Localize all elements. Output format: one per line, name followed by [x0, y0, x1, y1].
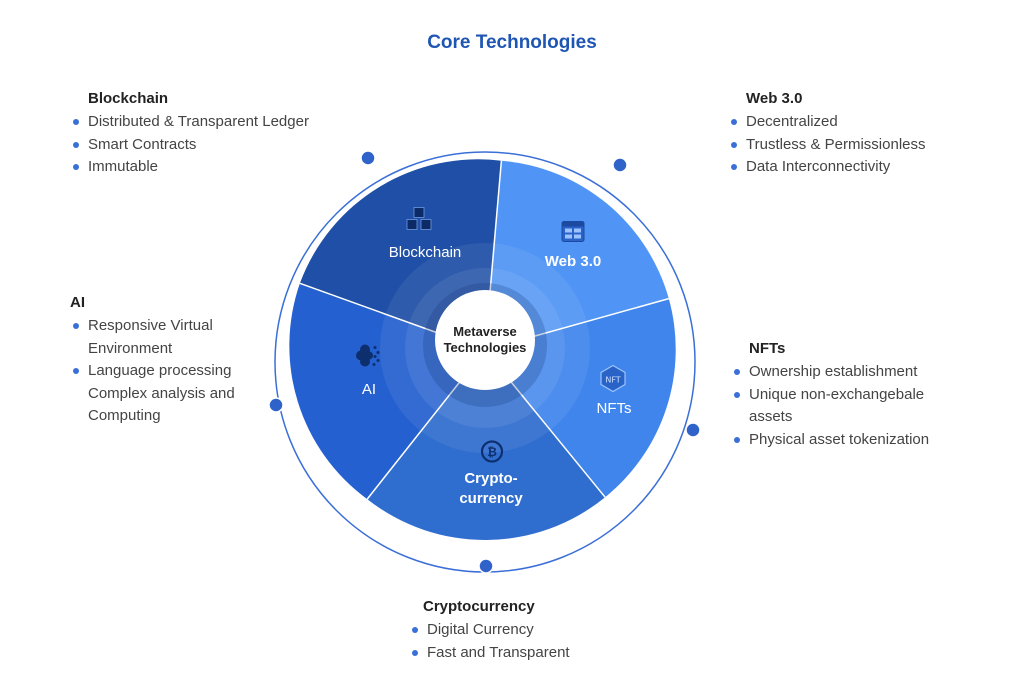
block-web3: Web 3.0 Decentralized Trustless & Permis… — [728, 90, 988, 179]
ring-dots — [268, 150, 701, 574]
segment-label-cryptocurrency: Crypto- currency — [459, 469, 522, 509]
list-item: Unique non-exchangebale assets — [731, 384, 971, 429]
list-item: Responsive Virtual Environment — [70, 315, 260, 360]
list-item: Digital Currency — [409, 619, 629, 642]
segment-label-crypto-line1: Crypto- — [464, 470, 518, 487]
center-label: Metaverse Technologies — [430, 324, 540, 356]
block-list-nfts: Ownership establishment Unique non-excha… — [731, 361, 971, 451]
ring-dot-blockchain — [360, 150, 376, 166]
block-cryptocurrency: Cryptocurrency Digital Currency Fast and… — [409, 598, 629, 664]
block-list-blockchain: Distributed & Transparent Ledger Smart C… — [70, 111, 370, 179]
segment-label-ai: AI — [361, 381, 377, 398]
center-label-line2: Technologies — [443, 340, 527, 355]
block-list-ai: Responsive Virtual Environment Language … — [70, 315, 260, 428]
list-item: Trustless & Permissionless — [728, 134, 988, 157]
svg-text:₿: ₿ — [487, 445, 497, 459]
list-item: Data Interconnectivity — [728, 156, 988, 179]
svg-text:NFT: NFT — [605, 376, 620, 385]
diagram-title: Core Technologies — [427, 32, 597, 53]
segment-label-web3: Web 3.0 — [544, 253, 602, 270]
segment-cryptocurrency[interactable] — [367, 350, 606, 540]
bitcoin-icon: ₿ — [479, 439, 505, 470]
center-circle — [435, 290, 535, 390]
block-nfts: NFTs Ownership establishment Unique non-… — [731, 340, 971, 451]
block-list-web3: Decentralized Trustless & Permissionless… — [728, 111, 988, 179]
block-title-cryptocurrency: Cryptocurrency — [423, 598, 535, 615]
block-title-blockchain: Blockchain — [88, 90, 169, 107]
block-title-ai: AI — [70, 294, 85, 311]
web-page-icon — [560, 220, 586, 249]
list-item: Decentralized — [728, 111, 988, 134]
segment-label-crypto-line2: currency — [459, 490, 523, 507]
ring-dot-ai — [268, 397, 284, 413]
ring-dot-nfts — [685, 422, 701, 438]
brain-icon — [353, 342, 383, 375]
block-title-nfts: NFTs — [749, 340, 786, 357]
list-item: Fast and Transparent — [409, 642, 629, 665]
list-item: Ownership establishment — [731, 361, 971, 384]
center-label-line1: Metaverse — [453, 324, 517, 339]
cubes-icon — [404, 207, 434, 238]
block-blockchain: Blockchain Distributed & Transparent Led… — [70, 90, 370, 179]
segment-blockchain[interactable] — [299, 159, 502, 350]
list-item: Distributed & Transparent Ledger — [70, 111, 370, 134]
ring-dot-web3 — [612, 157, 628, 173]
list-item: Immutable — [70, 156, 370, 179]
list-item: Physical asset tokenization — [731, 429, 971, 452]
list-item: Smart Contracts — [70, 134, 370, 157]
nft-hexagon-icon: NFT — [598, 364, 628, 399]
block-list-cryptocurrency: Digital Currency Fast and Transparent — [409, 619, 629, 664]
list-item: Language processing Complex analysis and… — [70, 360, 260, 428]
block-ai: AI Responsive Virtual Environment Langua… — [70, 294, 260, 428]
segment-label-blockchain: Blockchain — [388, 244, 462, 261]
segment-label-nfts: NFTs — [596, 400, 632, 417]
segment-web3[interactable] — [485, 160, 669, 350]
block-title-web3: Web 3.0 — [746, 90, 803, 107]
ring-dot-cryptocurrency — [478, 558, 494, 574]
